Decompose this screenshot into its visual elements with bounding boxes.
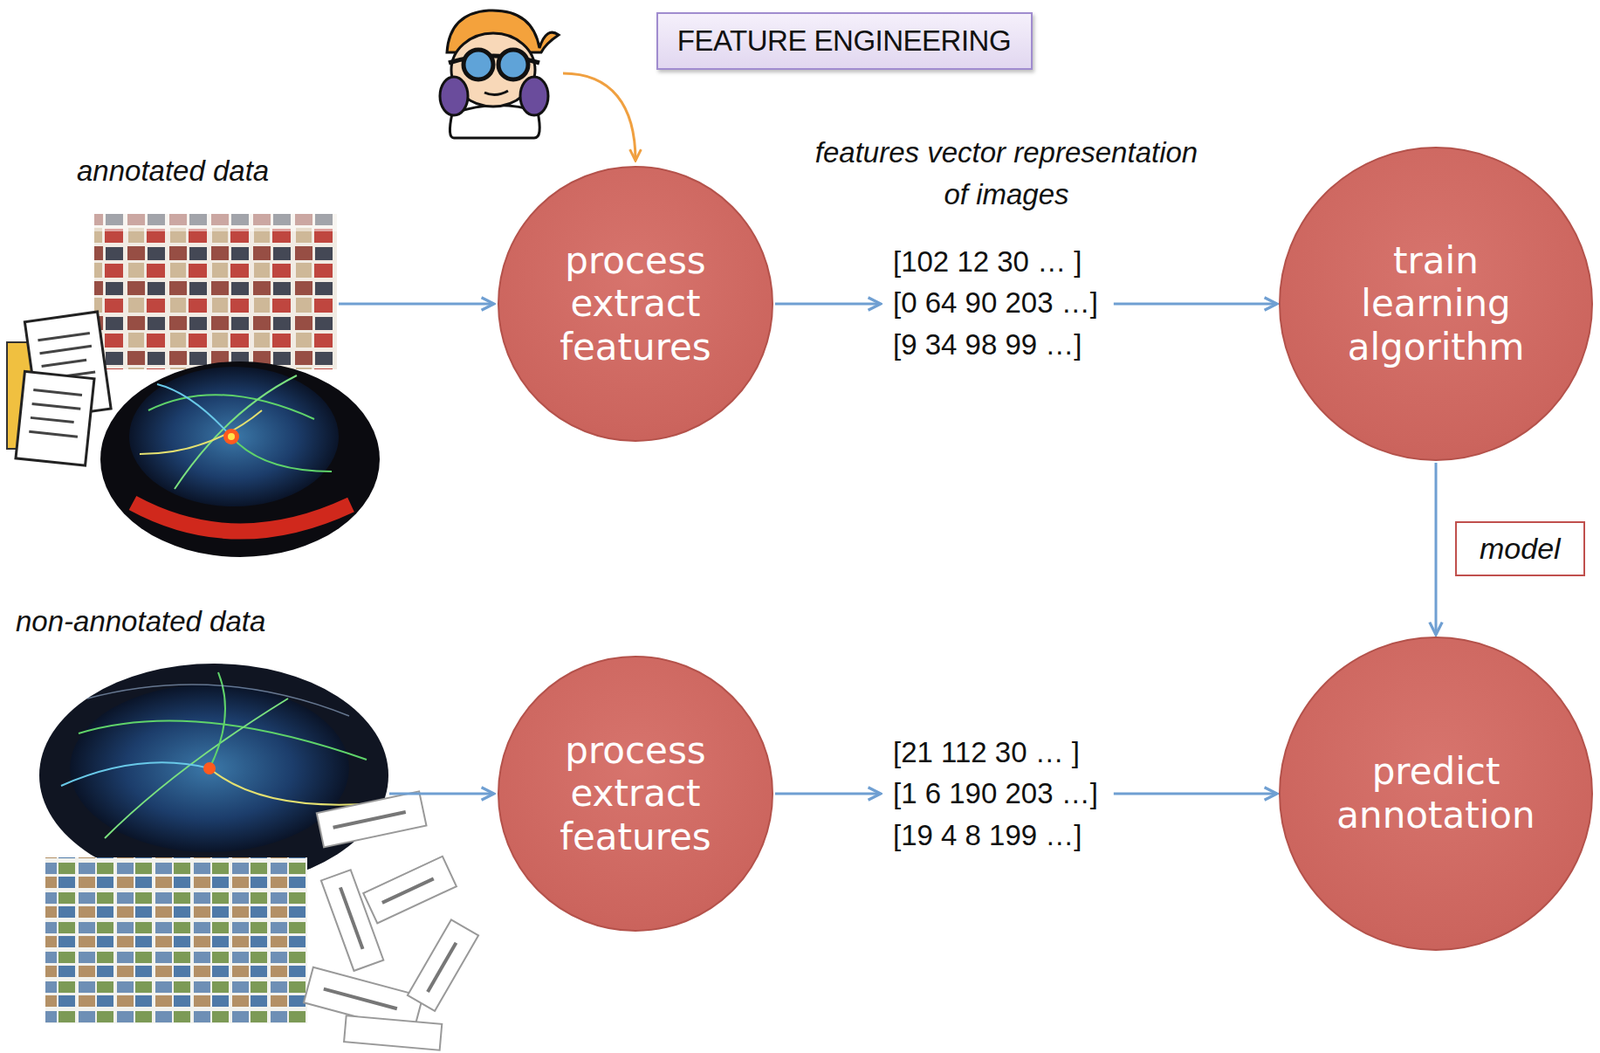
arrow-segment xyxy=(1113,792,1278,796)
edge-label: model xyxy=(1455,521,1586,577)
arrow-segment xyxy=(775,302,881,306)
non-annotated-collage xyxy=(39,663,479,1051)
arrow-segment xyxy=(1113,302,1278,306)
scientist-cartoon xyxy=(439,10,559,138)
title-box: FEATURE ENGINEERING xyxy=(656,12,1033,70)
process-circle: process extract features xyxy=(497,655,774,932)
input-arrow xyxy=(389,792,495,796)
feature-vector: [21 112 30 … ] xyxy=(892,734,1080,770)
feature-vector: [1 6 190 203 …] xyxy=(892,775,1099,811)
feature-vector: [102 12 30 … ] xyxy=(892,244,1082,280)
text-holder: train learning algorithm xyxy=(1318,239,1554,370)
text-holder: predict annotation xyxy=(1309,749,1563,837)
input-arrow xyxy=(338,302,495,306)
flow-arrow xyxy=(1435,462,1437,635)
arrow-segment xyxy=(775,792,881,796)
vector-caption: features vector representation of images xyxy=(814,131,1199,216)
node-text: train learning algorithm xyxy=(1318,239,1554,370)
node-text: process extract features xyxy=(530,239,741,370)
data-label: annotated data xyxy=(76,150,269,193)
node-text: FEATURE ENGINEERING xyxy=(677,24,1011,58)
data-label: non-annotated data xyxy=(15,600,266,643)
feature-vector: [0 64 90 203 …] xyxy=(892,285,1099,321)
feature-vector: [9 34 98 99 …] xyxy=(892,327,1082,363)
process-circle: process extract features xyxy=(497,165,774,442)
engineer-arrow xyxy=(563,73,636,161)
text-holder: process extract features xyxy=(530,239,741,370)
node-text: predict annotation xyxy=(1309,749,1563,837)
feature-vector: [19 4 8 199 …] xyxy=(892,817,1082,853)
text-holder: FEATURE ENGINEERING xyxy=(677,24,1011,58)
text-holder: process extract features xyxy=(530,728,741,859)
arrow-segment xyxy=(1435,462,1438,635)
process-circle: predict annotation xyxy=(1278,636,1594,951)
process-circle: train learning algorithm xyxy=(1278,146,1594,461)
annotated-collage xyxy=(6,213,380,557)
node-text: process extract features xyxy=(530,728,741,859)
